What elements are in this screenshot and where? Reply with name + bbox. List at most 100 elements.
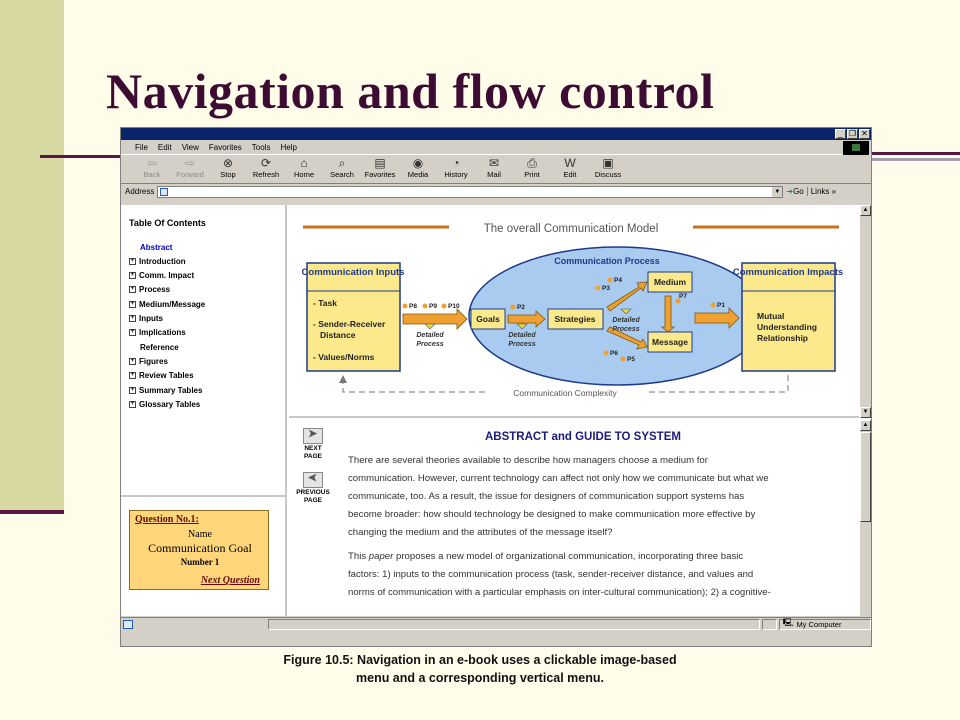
toolbar-forward-button[interactable]: ⇨Forward xyxy=(171,155,209,185)
chevron-down-icon[interactable]: ▼ xyxy=(772,186,783,197)
detailed-process-1-icon[interactable] xyxy=(424,323,436,330)
impacts-box[interactable] xyxy=(741,262,836,372)
message-box[interactable] xyxy=(647,331,693,353)
menu-file[interactable]: File xyxy=(135,142,148,152)
p8-dot xyxy=(402,303,408,309)
content-scrollbar[interactable]: ▲ xyxy=(859,420,871,616)
message-label: Message xyxy=(652,337,688,347)
toolbar-button-label: Stop xyxy=(220,170,236,179)
toolbar-discuss-button[interactable]: ▣Discuss xyxy=(589,155,627,185)
toc-item-label: Comm. Impact xyxy=(139,271,195,281)
browser-viewport: Table Of Contents Abstract+Introduction+… xyxy=(121,205,871,616)
complexity-arrowhead xyxy=(339,375,347,383)
menu-view[interactable]: View xyxy=(181,142,199,152)
menu-edit[interactable]: Edit xyxy=(157,142,172,152)
toc-item-review-tables[interactable]: +Review Tables xyxy=(129,370,194,382)
expand-plus-icon[interactable]: + xyxy=(129,272,136,280)
mail-icon: ✉ xyxy=(488,156,500,170)
strategies-box[interactable] xyxy=(547,308,604,330)
toolbar-back-button[interactable]: ⇦Back xyxy=(133,155,171,185)
toc-item-figures[interactable]: +Figures xyxy=(129,355,168,367)
expand-plus-icon[interactable]: + xyxy=(129,315,136,322)
scroll-down-icon[interactable]: ▼ xyxy=(860,407,871,418)
p9-label: P9 xyxy=(429,303,437,310)
next-question-link[interactable]: Next Question xyxy=(200,575,260,586)
expand-plus-icon[interactable]: + xyxy=(129,329,136,337)
menu-favorites[interactable]: Favorites xyxy=(208,142,242,152)
toolbar-mail-button[interactable]: ✉Mail xyxy=(475,155,513,185)
close-icon[interactable]: ✕ xyxy=(859,129,870,139)
toolbar-print-button[interactable]: ⎙Print xyxy=(513,155,551,185)
computer-icon: 🖳 xyxy=(782,618,794,627)
history-icon: ◔ xyxy=(452,156,460,170)
medium-to-message-arrow xyxy=(660,295,676,333)
toc-item-introduction[interactable]: +Introduction xyxy=(129,255,186,267)
detailed-process-2-icon[interactable] xyxy=(516,323,528,330)
scroll-up-icon[interactable]: ▲ xyxy=(860,205,871,216)
menu-tools[interactable]: Tools xyxy=(251,142,271,152)
toc-item-inputs[interactable]: +Inputs xyxy=(129,313,163,325)
browser-title-bar: _ ❐ ✕ xyxy=(121,128,871,140)
medium-box[interactable] xyxy=(647,271,693,293)
expand-plus-icon[interactable]: + xyxy=(129,372,136,380)
toc-item-summary-tables[interactable]: +Summary Tables xyxy=(129,384,202,396)
question-heading[interactable]: Question No.1: xyxy=(135,514,199,525)
strategies-to-medium-arrow xyxy=(606,281,648,312)
menu-help[interactable]: Help xyxy=(280,142,297,152)
expand-plus-icon[interactable]: + xyxy=(129,357,136,365)
scroll-up-icon[interactable]: ▲ xyxy=(860,420,871,431)
strategies-label: Strategies xyxy=(554,314,595,324)
impacts-item-mutual: Mutual xyxy=(757,311,784,321)
expand-plus-icon[interactable]: + xyxy=(129,400,136,408)
p2-dot xyxy=(510,304,516,310)
inputs-box[interactable] xyxy=(306,262,401,372)
previous-page-button[interactable]: ➤ PREVIOUS PAGE xyxy=(296,472,330,504)
p9-dot xyxy=(422,303,428,309)
toolbar-home-button[interactable]: ⌂Home xyxy=(285,155,323,185)
expand-plus-icon[interactable]: + xyxy=(129,386,136,394)
toc-item-medium-message[interactable]: +Medium/Message xyxy=(129,298,205,310)
detailed-process-3-icon[interactable] xyxy=(620,308,632,315)
toc-item-reference[interactable]: Reference xyxy=(129,341,179,353)
toolbar-favorites-button[interactable]: ▤Favorites xyxy=(361,155,399,185)
address-input[interactable]: ▼ xyxy=(157,185,784,198)
figure-caption-line-2: menu and a corresponding vertical menu. xyxy=(356,671,604,685)
toc-item-abstract[interactable]: Abstract xyxy=(129,241,172,253)
go-button[interactable]: ➔Go xyxy=(786,187,804,196)
diagram-scrollbar[interactable]: ▲ ▼ xyxy=(859,205,871,418)
next-page-button[interactable]: ➤ NEXT PAGE xyxy=(303,428,323,460)
next-page-icon: ➤ xyxy=(303,428,323,444)
toolbar-refresh-button[interactable]: ⟳Refresh xyxy=(247,155,285,185)
p1-dot xyxy=(710,302,716,308)
goals-box[interactable] xyxy=(470,308,506,330)
media-icon: ◉ xyxy=(412,156,424,170)
diagram-banner: The overall Communication Model xyxy=(484,223,659,235)
strategies-to-message-arrow xyxy=(606,326,648,350)
favorites-icon: ▤ xyxy=(374,156,386,170)
toc-item-process[interactable]: +Process xyxy=(129,284,170,296)
process-to-impacts-arrow xyxy=(694,307,740,329)
links-button[interactable]: Links » xyxy=(806,187,836,196)
expand-plus-icon[interactable]: + xyxy=(129,257,136,265)
figure-caption-line-1: Figure 10.5: Navigation in an e-book use… xyxy=(283,653,677,667)
expand-plus-icon[interactable]: + xyxy=(129,286,136,294)
refresh-icon: ⟳ xyxy=(260,156,272,170)
toolbar-stop-button[interactable]: ⊗Stop xyxy=(209,155,247,185)
toolbar-search-button[interactable]: ⌕Search xyxy=(323,155,361,185)
stop-icon: ⊗ xyxy=(222,156,234,170)
scroll-thumb[interactable] xyxy=(860,432,871,522)
toolbar-history-button[interactable]: ◔History xyxy=(437,155,475,185)
toc-item-implications[interactable]: +Implications xyxy=(129,327,186,339)
p6-label: P6 xyxy=(610,350,618,357)
restore-icon[interactable]: ❐ xyxy=(847,129,858,139)
toc-item-label: Introduction xyxy=(139,256,186,266)
minimize-icon[interactable]: _ xyxy=(835,129,846,139)
toc-item-glossary-tables[interactable]: +Glossary Tables xyxy=(129,398,200,410)
expand-plus-icon[interactable]: + xyxy=(129,300,136,308)
p10-label: P10 xyxy=(448,303,460,310)
toc-frame: Table Of Contents Abstract+Introduction+… xyxy=(121,205,287,495)
toolbar-media-button[interactable]: ◉Media xyxy=(399,155,437,185)
toolbar-button-label: Favorites xyxy=(364,170,396,179)
toc-item-comm-impact[interactable]: +Comm. Impact xyxy=(129,270,194,282)
